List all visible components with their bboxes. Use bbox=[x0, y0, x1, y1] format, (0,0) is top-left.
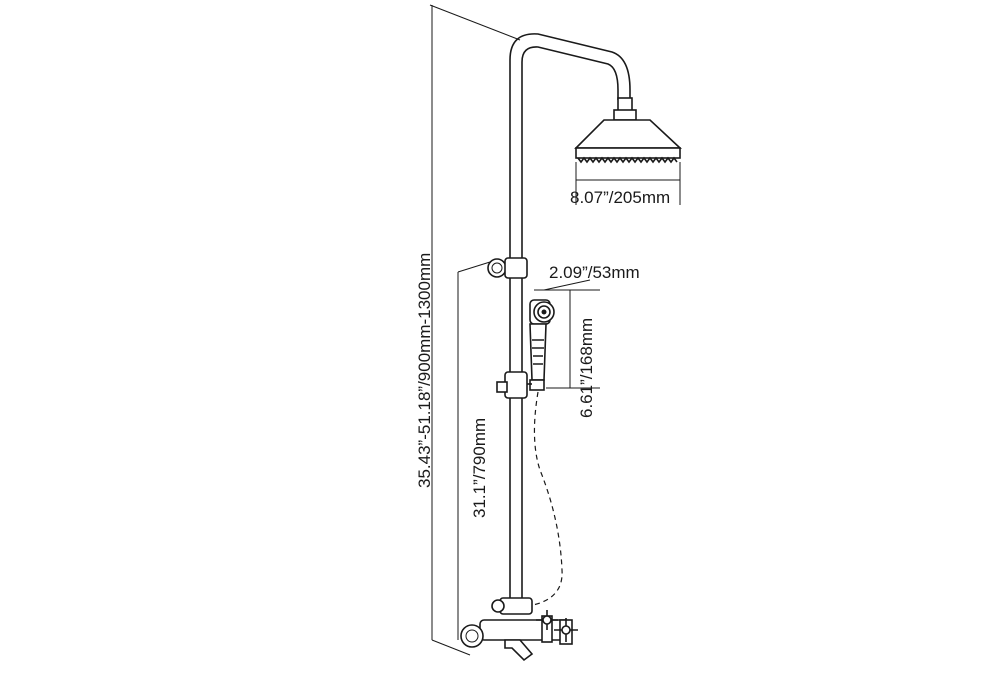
riser-pipe-outer bbox=[509, 33, 631, 605]
rain-head-cone bbox=[574, 119, 683, 149]
slider-knob bbox=[496, 381, 508, 393]
bracket-height-label: 31.1”/790mm bbox=[470, 418, 489, 518]
hand-shower-length-label: 6.61”/168mm bbox=[577, 318, 596, 418]
mixer-wall-flange-left-inner bbox=[465, 629, 479, 643]
mixer-wall-flange-left bbox=[460, 624, 484, 648]
hand-shower-face-inner bbox=[537, 305, 551, 319]
hand-dim-leader bbox=[543, 279, 591, 291]
arm-nut bbox=[613, 109, 637, 121]
rain-head-nozzles bbox=[577, 156, 678, 164]
wall-bracket-inner bbox=[491, 262, 503, 274]
head-diameter-label: 8.07”/205mm bbox=[570, 188, 670, 207]
handle-left-cap bbox=[542, 615, 552, 625]
tub-spout bbox=[504, 639, 534, 662]
wall-bracket-flange bbox=[487, 258, 507, 278]
shower-hose bbox=[527, 391, 563, 607]
hand-shower-diameter-label: 2.09”/53mm bbox=[549, 263, 640, 282]
hand-shower-center bbox=[541, 309, 547, 315]
hand-shower-grip bbox=[532, 339, 544, 365]
hand-shower-handle bbox=[529, 323, 547, 381]
total-height-label: 35.43”-51.18”/900mm-1300mm bbox=[415, 253, 434, 488]
rain-head-plate bbox=[575, 147, 681, 159]
handle-right-cap bbox=[561, 625, 571, 635]
wall-bottom-line bbox=[431, 639, 471, 656]
bracket-top-tick bbox=[457, 261, 491, 273]
riser-pipe-inner bbox=[521, 46, 619, 605]
wall-top-line bbox=[429, 4, 521, 41]
diverter-knob bbox=[491, 599, 505, 613]
hand-shower-nut bbox=[529, 379, 545, 391]
bracket-clamp bbox=[504, 257, 528, 279]
slider-holder bbox=[504, 371, 528, 399]
